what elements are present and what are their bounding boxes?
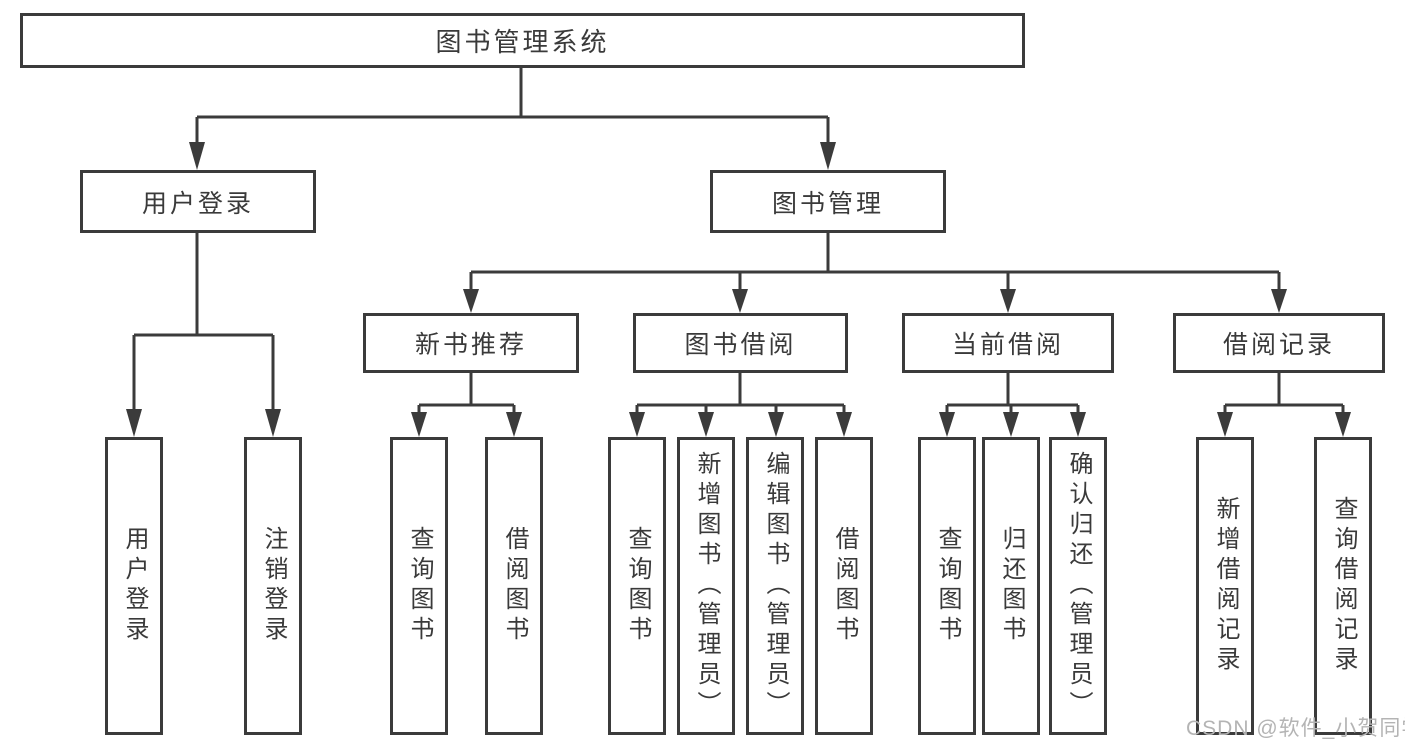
- leaf-borrow-book: 借阅图书: [815, 437, 873, 735]
- node-root-system: 图书管理系统: [20, 13, 1025, 68]
- leaf-confirm-return-admin: 确认归还（管理员）: [1049, 437, 1107, 735]
- leaf-user-login: 用户登录: [105, 437, 163, 735]
- node-book-borrowing: 图书借阅: [633, 313, 848, 373]
- connector-new-book-children: [411, 373, 522, 437]
- leaf-borrow-book-recommend: 借阅图书: [485, 437, 543, 735]
- node-current-borrowing: 当前借阅: [902, 313, 1114, 373]
- connector-user-login-children: [126, 233, 281, 437]
- leaf-logout: 注销登录: [244, 437, 302, 735]
- leaf-add-borrow-record: 新增借阅记录: [1196, 437, 1254, 735]
- node-book-management: 图书管理: [710, 170, 946, 233]
- leaf-search-book-current: 查询图书: [918, 437, 976, 735]
- node-user-login: 用户登录: [80, 170, 316, 233]
- connector-current-borrow-children: [939, 373, 1086, 437]
- node-borrowing-records: 借阅记录: [1173, 313, 1385, 373]
- connector-book-mgmt-children: [463, 233, 1287, 313]
- csdn-watermark: CSDN @软件_小贺同学: [1186, 717, 1405, 740]
- leaf-search-book-recommend: 查询图书: [390, 437, 448, 735]
- leaf-return-book: 归还图书: [982, 437, 1040, 735]
- connector-borrow-records-children: [1217, 373, 1351, 437]
- node-new-book-recommend: 新书推荐: [363, 313, 579, 373]
- leaf-edit-book-admin: 编辑图书（管理员）: [746, 437, 804, 735]
- connector-root-to-level2: [189, 68, 836, 170]
- leaf-add-book-admin: 新增图书（管理员）: [677, 437, 735, 735]
- connector-book-borrow-children: [629, 373, 852, 437]
- leaf-search-borrow-record: 查询借阅记录: [1314, 437, 1372, 735]
- leaf-search-book-borrowing: 查询图书: [608, 437, 666, 735]
